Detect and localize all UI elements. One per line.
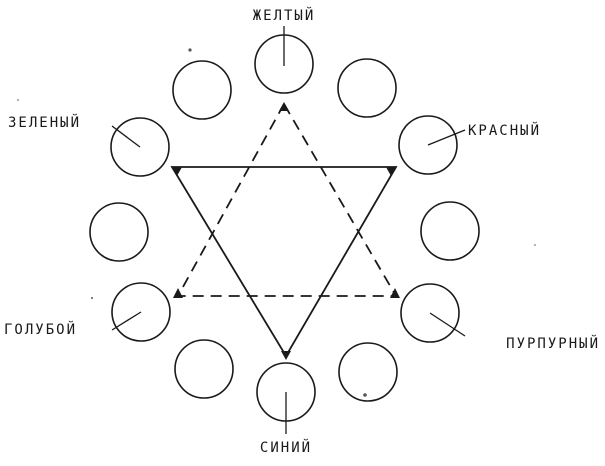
scan-specks: [17, 48, 536, 397]
speck: [363, 393, 367, 397]
circle-yellow-green: [172, 60, 232, 120]
circle-red-purple: [420, 201, 480, 261]
circle-blue-green: [89, 202, 149, 262]
leader-purple: [429, 312, 466, 337]
vertex-blue: [173, 288, 183, 298]
circle-red: [398, 115, 458, 175]
vertex-markers: [172, 102, 400, 360]
vertex-purple: [390, 288, 400, 298]
label-dark-blue: СИНИЙ: [260, 438, 312, 456]
speck: [534, 244, 536, 246]
circle-light-blue: [111, 282, 171, 342]
label-green: ЗЕЛЕНЫЙ: [8, 113, 81, 131]
leader-red: [427, 129, 466, 146]
vertex-yellow: [279, 102, 289, 111]
label-blue: ГОЛУБОЙ: [4, 320, 77, 338]
circle-cyan-blue: [174, 339, 234, 399]
speck: [91, 297, 93, 299]
speck: [17, 99, 19, 101]
leader-lines: [111, 26, 466, 434]
label-yellow: ЖЕЛТЫЙ: [253, 6, 316, 24]
dashed-triangle: [176, 102, 398, 297]
solid-triangle: [170, 166, 398, 358]
vertex-green: [172, 167, 182, 176]
circle-green: [110, 117, 170, 177]
circle-yellow-orange: [337, 58, 397, 118]
speck: [188, 48, 192, 52]
wheel-circles: [89, 34, 480, 422]
label-red: КРАСНЫЙ: [468, 121, 541, 139]
vertex-red: [386, 167, 396, 176]
circle-purple: [400, 283, 460, 343]
label-purple: ПУРПУРНЫЙ: [506, 334, 600, 352]
leader-blue: [111, 311, 142, 331]
vertex-dark-blue: [281, 351, 291, 360]
leader-green: [111, 125, 141, 148]
circle-blue-purple: [338, 342, 398, 402]
